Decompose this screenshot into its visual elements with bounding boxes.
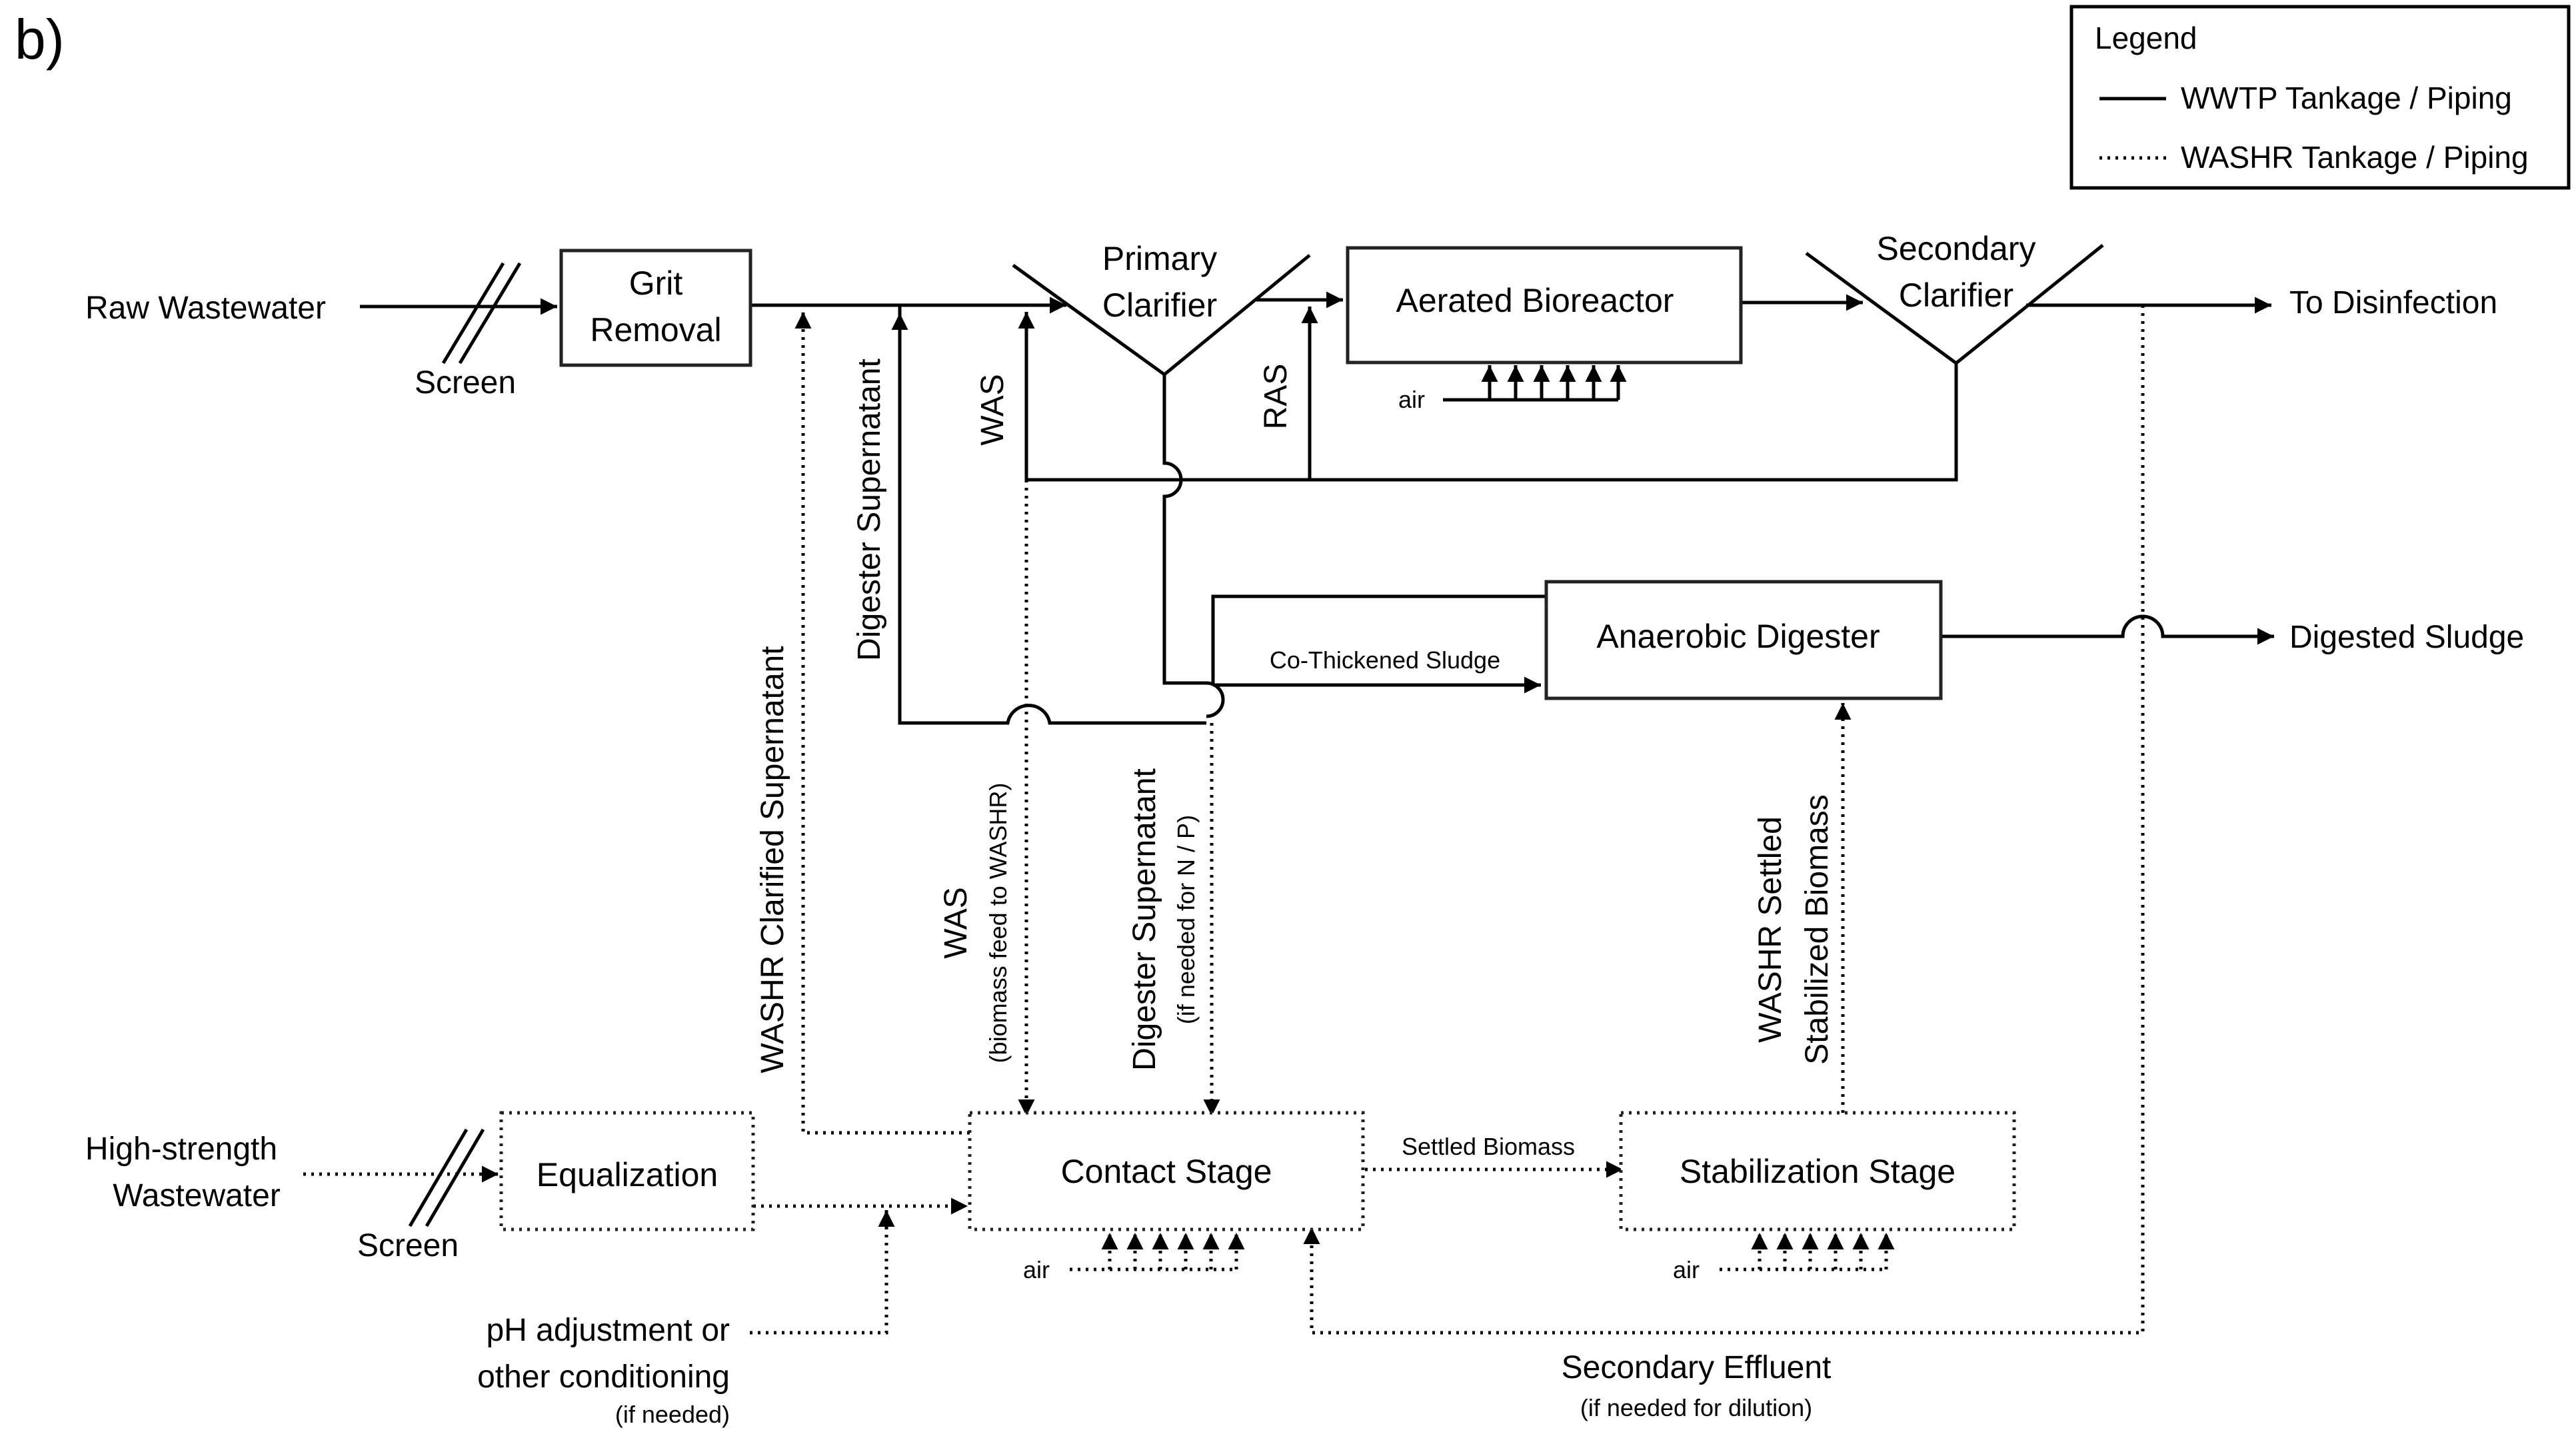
bioreactor-aeration <box>1443 365 1627 402</box>
equalization-box: Equalization <box>499 1111 755 1231</box>
primary-clarifier-label-2: Clarifier <box>1102 287 1217 324</box>
air-stabilization-label: air <box>1673 1256 1700 1283</box>
was-top-label: WAS <box>975 374 1010 446</box>
grit-removal-label-2: Removal <box>590 311 721 349</box>
washr-clarified-supernatant-label: WASHR Clarified Supernatant <box>755 646 790 1073</box>
screen-top-label: Screen <box>415 365 516 400</box>
contact-stage-box: Contact Stage <box>968 1111 1365 1231</box>
digester-supernatant-bottom-note: (if needed for N / P) <box>1172 815 1200 1024</box>
to-disinfection-label: To Disinfection <box>2289 285 2497 321</box>
anaerobic-digester-label: Anaerobic Digester <box>1596 618 1880 655</box>
stabilization-stage-label: Stabilization Stage <box>1680 1153 1955 1190</box>
high-strength-label-2: Wastewater <box>113 1178 281 1213</box>
legend: Legend WWTP Tankage / Piping WASHR Tanka… <box>2069 5 2571 190</box>
air-bioreactor-label: air <box>1398 386 1425 413</box>
legend-item-washr: WASHR Tankage / Piping <box>2181 140 2529 175</box>
secondary-effluent-note: (if needed for dilution) <box>1580 1394 1812 1421</box>
anaerobic-digester-box: Anaerobic Digester <box>1544 580 1943 700</box>
settled-biomass-label: Settled Biomass <box>1402 1133 1575 1160</box>
grit-removal-label-1: Grit <box>629 265 683 302</box>
contact-stage-label: Contact Stage <box>1061 1153 1272 1190</box>
legend-item-wwtp: WWTP Tankage / Piping <box>2181 81 2512 115</box>
ph-adjustment-note: (if needed) <box>615 1401 730 1428</box>
ph-adjustment-label-1: pH adjustment or <box>486 1313 730 1348</box>
ras-label: RAS <box>1258 364 1294 430</box>
digester-supernatant-bottom-label: Digester Supernatant <box>1127 768 1162 1071</box>
legend-title: Legend <box>2095 21 2197 55</box>
secondary-clarifier-label-1: Secondary <box>1876 230 2035 267</box>
secondary-effluent-label: Secondary Effluent <box>1562 1350 1832 1385</box>
co-thickened-sludge-label: Co-Thickened Sludge <box>1270 646 1500 674</box>
digested-sludge-label: Digested Sludge <box>2289 620 2524 655</box>
grit-removal-box: Grit Removal <box>559 249 752 367</box>
secondary-clarifier-label-2: Clarifier <box>1899 277 2013 314</box>
digester-supernatant-top-label: Digester Supernatant <box>852 359 887 661</box>
wwtp-piping <box>360 244 2274 725</box>
stabilization-stage-box: Stabilization Stage <box>1619 1111 2016 1231</box>
aerated-bioreactor-label: Aerated Bioreactor <box>1396 282 1674 319</box>
air-contact-label: air <box>1023 1256 1050 1283</box>
washr-settled-label-1: WASHR Settled <box>1753 816 1788 1043</box>
screen-bottom-label: Screen <box>357 1228 459 1263</box>
was-bottom-label: WAS <box>938 887 974 959</box>
washr-settled-label-2: Stabilized Biomass <box>1800 794 1835 1065</box>
aerated-bioreactor-box: Aerated Bioreactor <box>1346 246 1743 364</box>
washr-piping <box>303 305 2145 1335</box>
primary-clarifier-label-1: Primary <box>1102 240 1217 277</box>
contact-aeration <box>1070 1233 1245 1271</box>
equalization-label: Equalization <box>537 1156 718 1193</box>
ph-adjustment-label-2: other conditioning <box>477 1359 730 1395</box>
panel-label: b) <box>15 8 65 71</box>
stabilization-aeration <box>1720 1233 1895 1271</box>
raw-wastewater-label: Raw Wastewater <box>85 291 326 326</box>
high-strength-label-1: High-strength <box>85 1131 277 1167</box>
was-bottom-note: (biomass feed to WASHR) <box>984 783 1012 1064</box>
